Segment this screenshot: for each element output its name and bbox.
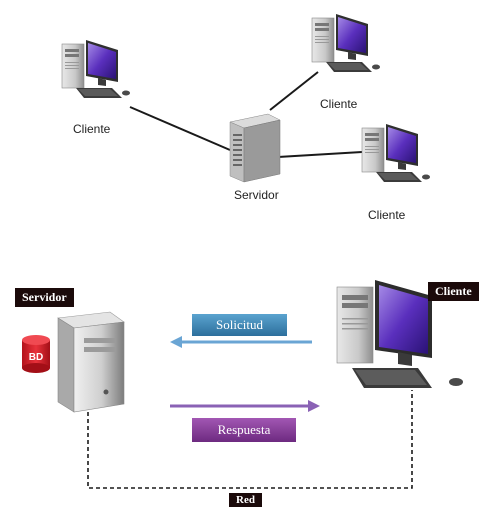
network-link-dashed (87, 390, 413, 489)
link-right-server (277, 151, 363, 158)
network-label: Red (229, 493, 262, 507)
link-left-server (129, 106, 231, 151)
client-label-top-right: Cliente (320, 97, 358, 111)
client-label-right: Cliente (368, 208, 406, 222)
response-box (192, 418, 296, 442)
request-box (192, 314, 287, 336)
client-computer-right (361, 123, 431, 183)
client-tag: Cliente (428, 282, 479, 301)
response-arrow (170, 400, 320, 412)
server-tag: Servidor (15, 288, 74, 307)
client-big-computer (336, 280, 463, 388)
link-top-right-server (269, 71, 319, 111)
database-label: BD (28, 352, 44, 363)
request-arrow (170, 336, 312, 348)
server-big-tower (57, 311, 125, 413)
request-label: Solicitud (216, 317, 263, 332)
client-computer-top-right (311, 13, 381, 73)
client-label-left: Cliente (73, 122, 111, 136)
database-icon (22, 335, 50, 373)
response-label: Respuesta (217, 422, 271, 437)
client-computer-left (61, 39, 131, 99)
server-label: Servidor (234, 188, 279, 202)
server-tower (229, 113, 281, 183)
